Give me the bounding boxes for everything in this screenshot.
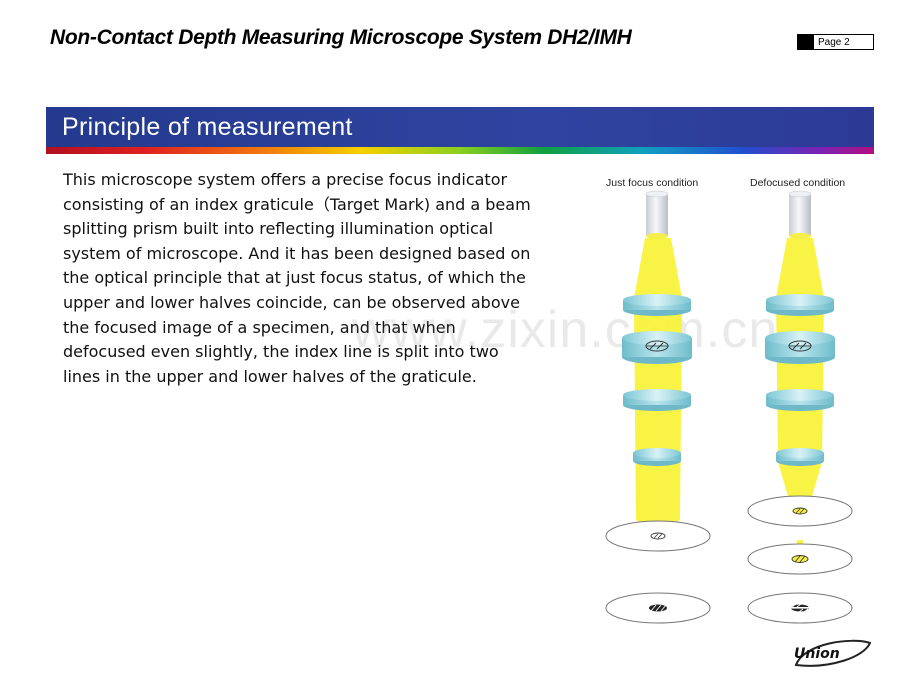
body-line: system of microscope. And it has been de… (63, 243, 531, 263)
section-banner: Principle of measurement (46, 107, 874, 147)
graticule-prism-icon (765, 331, 835, 364)
lens-icon (623, 389, 691, 411)
page-badge-swatch (798, 35, 814, 49)
body-line: the focused image of a specimen, and tha… (63, 317, 456, 337)
objective-lens-icon (776, 448, 824, 466)
defocused-label: Defocused condition (750, 177, 846, 189)
lens-icon (623, 294, 691, 316)
document-title: Non-Contact Depth Measuring Microscope S… (50, 26, 632, 49)
lens-icon (766, 389, 834, 411)
union-logo: Union (790, 635, 874, 675)
just-focus-label: Just focus condition (606, 177, 699, 189)
just-focus-diagram (605, 190, 711, 624)
light-source-icon (646, 194, 668, 236)
body-line: defocused even slightly, the index line … (63, 342, 499, 362)
defocused-diagram (747, 190, 853, 624)
lens-icon (766, 294, 834, 316)
union-logo-icon: Union (794, 639, 872, 667)
page-number: Page 2 (818, 36, 850, 48)
body-line: This microscope system offers a precise … (63, 170, 508, 189)
light-source-icon (789, 194, 811, 236)
logo-text: Union (794, 646, 840, 662)
page-number-badge: Page 2 (797, 34, 874, 50)
graticule-prism-icon (622, 331, 692, 364)
body-line: consisting of an index graticule（Target … (63, 194, 531, 214)
watermark: www.zixin.com.cn (352, 301, 779, 359)
section-title: Principle of measurement (62, 112, 353, 141)
body-line: lines in the upper and lower halves of t… (63, 366, 477, 386)
specimen-plane-icon (605, 520, 711, 552)
body-line: splitting prism built into reflecting il… (63, 219, 494, 239)
rainbow-divider (46, 147, 874, 154)
body-line: the optical principle that at just focus… (63, 268, 526, 288)
objective-lens-icon (633, 448, 681, 466)
body-line: upper and lower halves coincide, can be … (63, 292, 520, 312)
body-paragraph: This microscope system offers a precise … (63, 168, 573, 389)
